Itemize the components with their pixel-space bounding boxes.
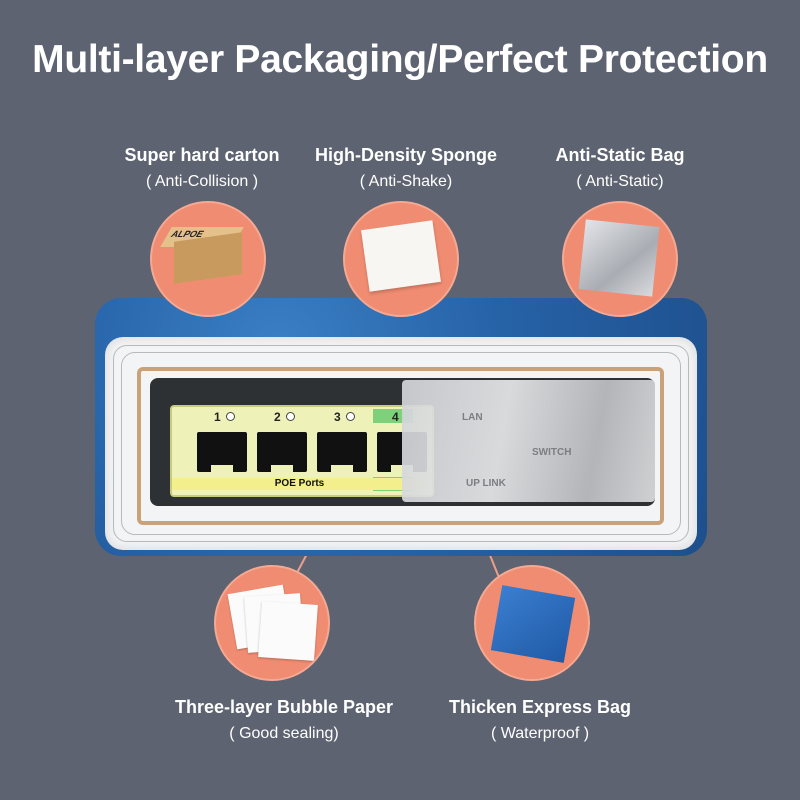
port-number: 3 [334,410,341,424]
layer-label-sponge: High-Density Sponge ( Anti-Shake) [286,144,526,193]
ethernet-port-icon [317,432,367,473]
port-number: 1 [214,410,221,424]
static-bag-circle [562,201,678,317]
port-led-icon [286,412,295,421]
carton-circle: ALPOE [150,201,266,317]
ethernet-port-icon [257,432,307,473]
layer-label-static: Anti-Static Bag ( Anti-Static) [500,144,740,193]
carton-box-side [174,232,242,284]
anti-static-bag-layer [402,380,655,502]
sponge-icon [361,220,441,292]
bag-print-text: SWITCH [532,447,572,458]
layer-benefit: ( Anti-Shake) [359,173,453,190]
layer-benefit: ( Anti-Collision ) [145,173,259,190]
port-number: 4 [392,410,399,424]
bubble-ring [113,345,689,542]
layer-benefit: ( Good sealing) [229,725,339,742]
bubble-ring [121,352,681,535]
layer-label-carton: Super hard carton ( Anti-Collision ) [82,144,322,193]
port-number: 2 [274,410,281,424]
ethernet-port-icon [197,432,247,473]
layer-name: Super hard carton [124,145,280,165]
layer-name: Three-layer Bubble Paper [174,697,394,717]
page-title: Multi-layer Packaging/Perfect Protection [32,38,768,81]
port-led-icon [226,412,235,421]
bubble-paper-circle [214,565,330,681]
poe-ports-label: POE Ports [172,478,427,490]
layer-label-express: Thicken Express Bag ( Waterproof ) [420,696,660,745]
layer-name: Thicken Express Bag [448,697,632,717]
port-led-icon [346,412,355,421]
layer-name: High-Density Sponge [314,145,497,165]
layer-benefit: ( Anti-Static) [576,173,664,190]
layer-label-bubble: Three-layer Bubble Paper ( Good sealing) [154,696,414,745]
carton-layer [137,367,664,525]
express-bag-circle [474,565,590,681]
bubble-paper-sheet [258,601,318,661]
layer-benefit: ( Waterproof ) [490,725,590,742]
bag-print-text: LAN [462,412,483,423]
express-bag-icon [490,585,576,663]
sponge-circle [343,201,459,317]
layer-name: Anti-Static Bag [555,145,685,165]
anti-static-bag-icon [578,219,660,297]
bag-print-text: UP LINK [466,478,506,489]
